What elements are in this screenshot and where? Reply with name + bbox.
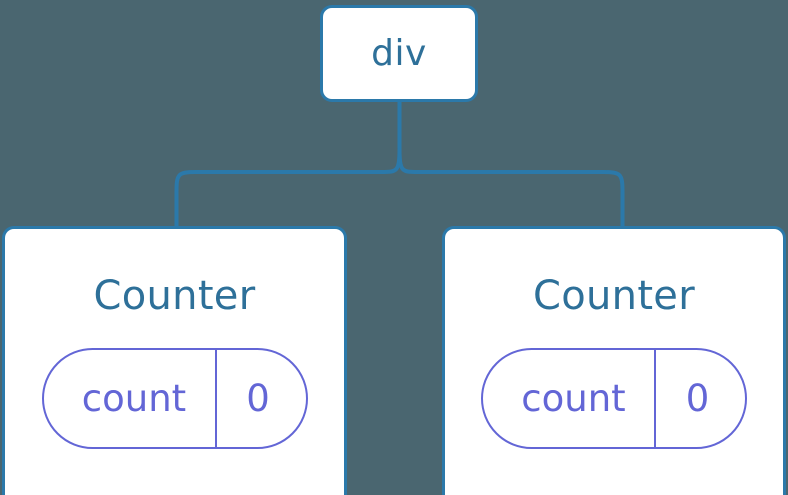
node-counter-left[interactable]: Counter count 0 (2, 226, 347, 495)
node-counter-right[interactable]: Counter count 0 (442, 226, 786, 495)
state-pill-right[interactable]: count 0 (481, 348, 747, 449)
node-counter-left-label: Counter (93, 273, 256, 319)
state-value-left: 0 (246, 377, 270, 420)
node-counter-right-label: Counter (533, 273, 695, 319)
connector-branch-right (397, 147, 625, 228)
node-div-label: div (371, 32, 427, 74)
state-pill-left[interactable]: count 0 (41, 348, 308, 449)
connector-branch-left (174, 147, 402, 228)
node-div[interactable]: div (320, 5, 478, 102)
state-key-left: count (44, 350, 217, 447)
state-key-right: count (483, 350, 656, 447)
state-value-right: 0 (685, 377, 710, 420)
